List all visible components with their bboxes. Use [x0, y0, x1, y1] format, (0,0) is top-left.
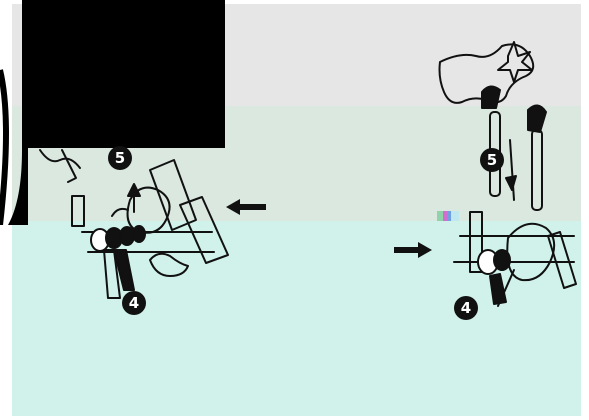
- right-cap-right: [528, 105, 546, 132]
- left-lower-hand: [150, 254, 188, 276]
- right-down-arrow-icon: [506, 176, 516, 190]
- step-badge-left-5: 5: [108, 146, 132, 170]
- right-post-insert: [490, 274, 506, 304]
- arrow-right-icon: [394, 242, 432, 258]
- step-badge-right-4: 4: [454, 296, 478, 320]
- right-cap-left: [482, 86, 500, 108]
- step-badge-right-5: 5: [480, 148, 504, 172]
- step-badge-left-4: 4: [122, 291, 146, 315]
- left-grip-thumb: [112, 209, 128, 216]
- render-artifact: [437, 211, 459, 221]
- left-bead-3: [120, 227, 134, 245]
- left-strip-a: [150, 160, 196, 230]
- right-strip: [548, 232, 576, 288]
- arrow-left-icon: [226, 199, 266, 215]
- right-assembly-scene: [440, 42, 577, 306]
- left-assembly-scene: [40, 150, 228, 298]
- left-tube-outline: [72, 196, 84, 226]
- right-tube-right: [532, 130, 542, 210]
- redaction-block: [24, 0, 225, 148]
- left-bead-4: [133, 226, 145, 242]
- left-hand-outline: [40, 150, 80, 168]
- left-strip-b: [180, 197, 228, 263]
- left-finger-outline: [62, 150, 76, 182]
- left-edge-shape: [0, 0, 28, 225]
